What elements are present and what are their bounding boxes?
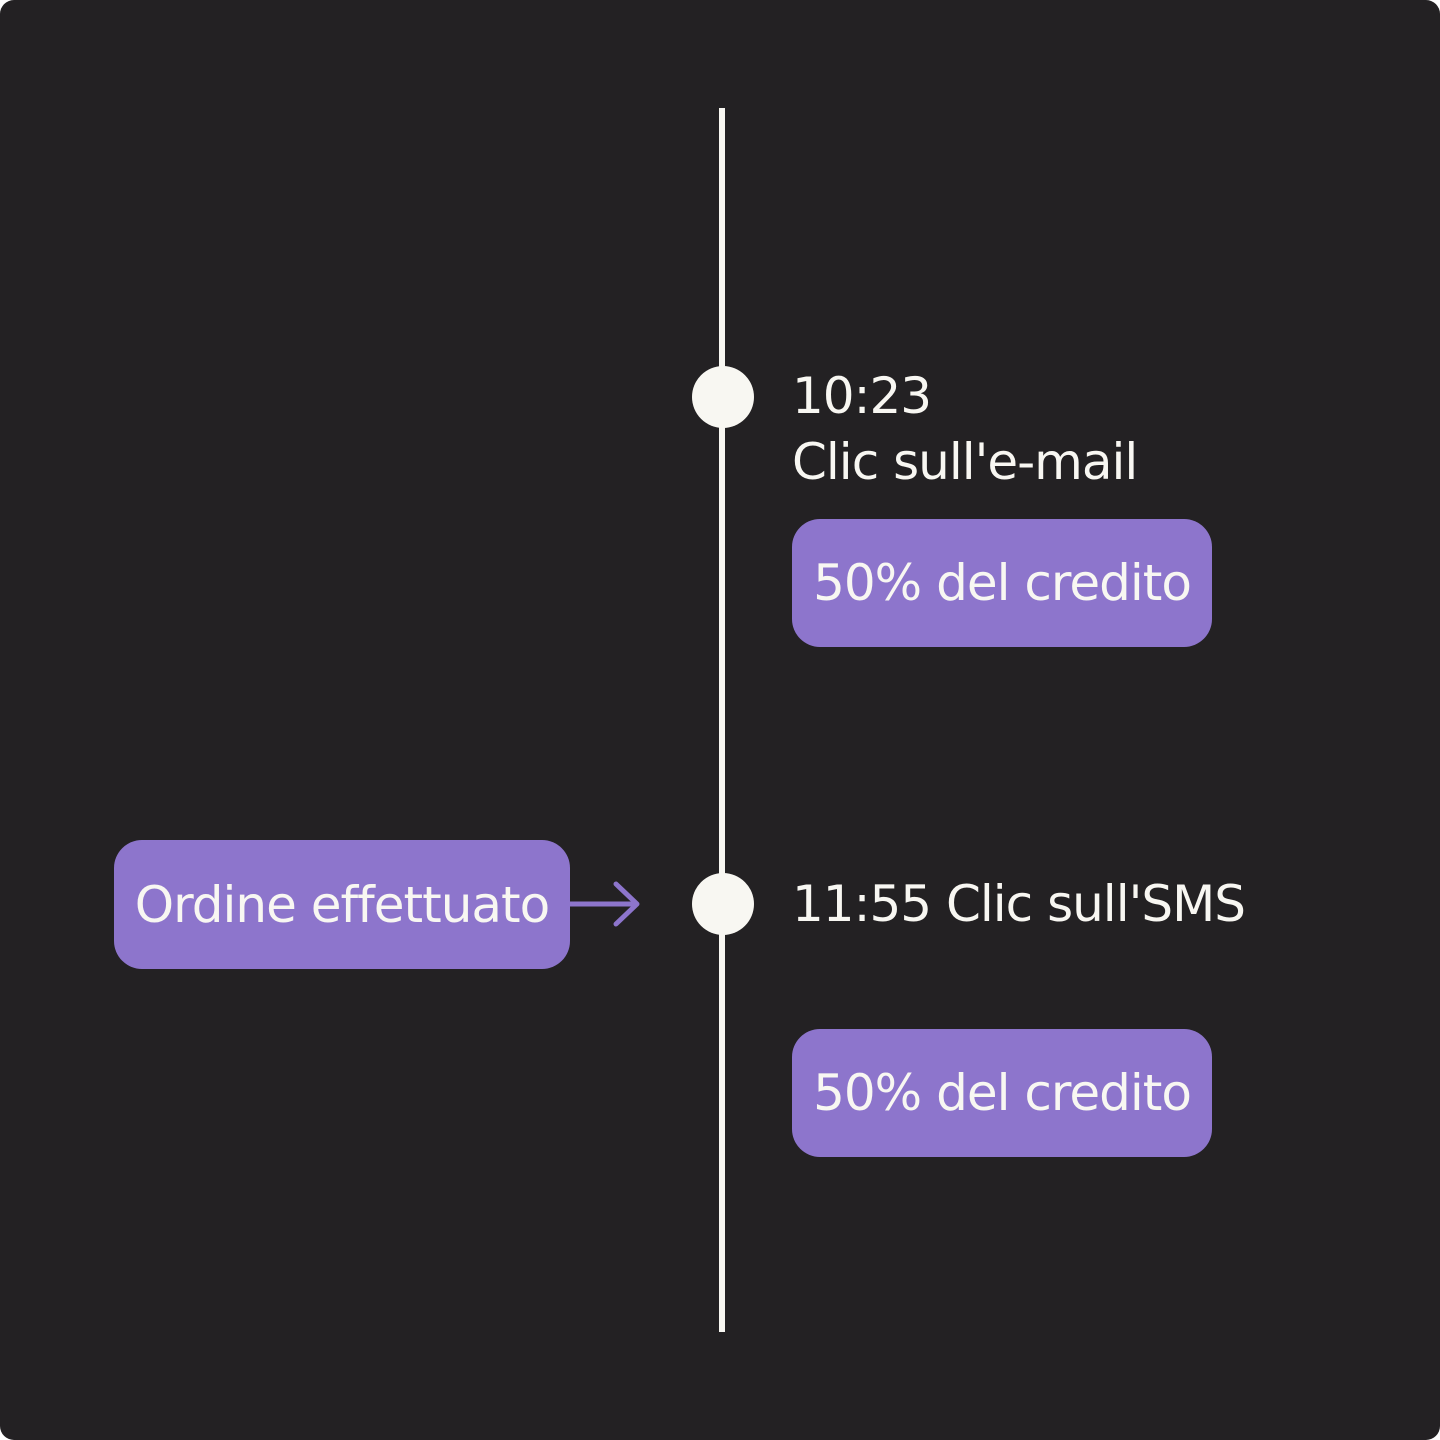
event-label-email: Clic sull'e-mail	[792, 433, 1138, 491]
event-label-sms: 11:55 Clic sull'SMS	[792, 875, 1246, 933]
order-placed-label: Ordine effettuato	[134, 875, 550, 934]
credit-badge-label: 50% del credito	[813, 554, 1192, 612]
credit-badge-label: 50% del credito	[813, 1064, 1192, 1122]
timeline-dot-email	[692, 366, 754, 428]
event-time-email: 10:23	[792, 367, 932, 425]
order-placed-badge: Ordine effettuato	[114, 840, 570, 969]
credit-badge-sms: 50% del credito	[792, 1029, 1212, 1157]
timeline-dot-sms	[692, 873, 754, 935]
credit-badge-email: 50% del credito	[792, 519, 1212, 647]
timeline-line	[719, 108, 725, 1332]
arrow-right-icon	[568, 881, 640, 927]
